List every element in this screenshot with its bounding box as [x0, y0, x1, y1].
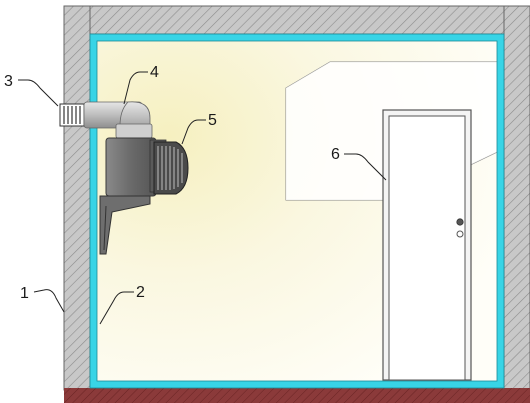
- callout-label-6: 6: [331, 146, 340, 163]
- insulation-outline: [89, 33, 505, 389]
- door-leaf: [388, 115, 466, 381]
- leader-5: [181, 119, 206, 145]
- leader-4: [123, 71, 148, 105]
- fan-outlet: [153, 141, 189, 195]
- callout-label-3: 3: [4, 73, 13, 90]
- leader-6: [344, 153, 387, 181]
- door-knob: [456, 218, 464, 226]
- right-wall: [503, 5, 530, 391]
- mounting-bracket: [99, 195, 151, 255]
- insulation-inner-outline: [96, 40, 498, 382]
- door-lock: [456, 230, 464, 238]
- leader-lines: [18, 71, 387, 325]
- left-wall: [63, 5, 91, 391]
- door: [382, 109, 472, 381]
- leader-2: [99, 291, 134, 325]
- callout-label-2: 2: [136, 284, 145, 301]
- leader-3: [18, 79, 59, 107]
- callout-label-5: 5: [208, 112, 217, 129]
- callout-label-1: 1: [20, 285, 29, 302]
- floor-slab: [64, 388, 530, 403]
- duct-collar: [115, 123, 153, 139]
- heater-body: [105, 137, 157, 197]
- callout-label-4: 4: [150, 64, 159, 81]
- ceiling-wall: [63, 5, 530, 35]
- insulation-layer: [90, 34, 504, 388]
- heater-assembly: [59, 101, 189, 255]
- walls: [63, 5, 530, 403]
- leader-1: [33, 289, 65, 313]
